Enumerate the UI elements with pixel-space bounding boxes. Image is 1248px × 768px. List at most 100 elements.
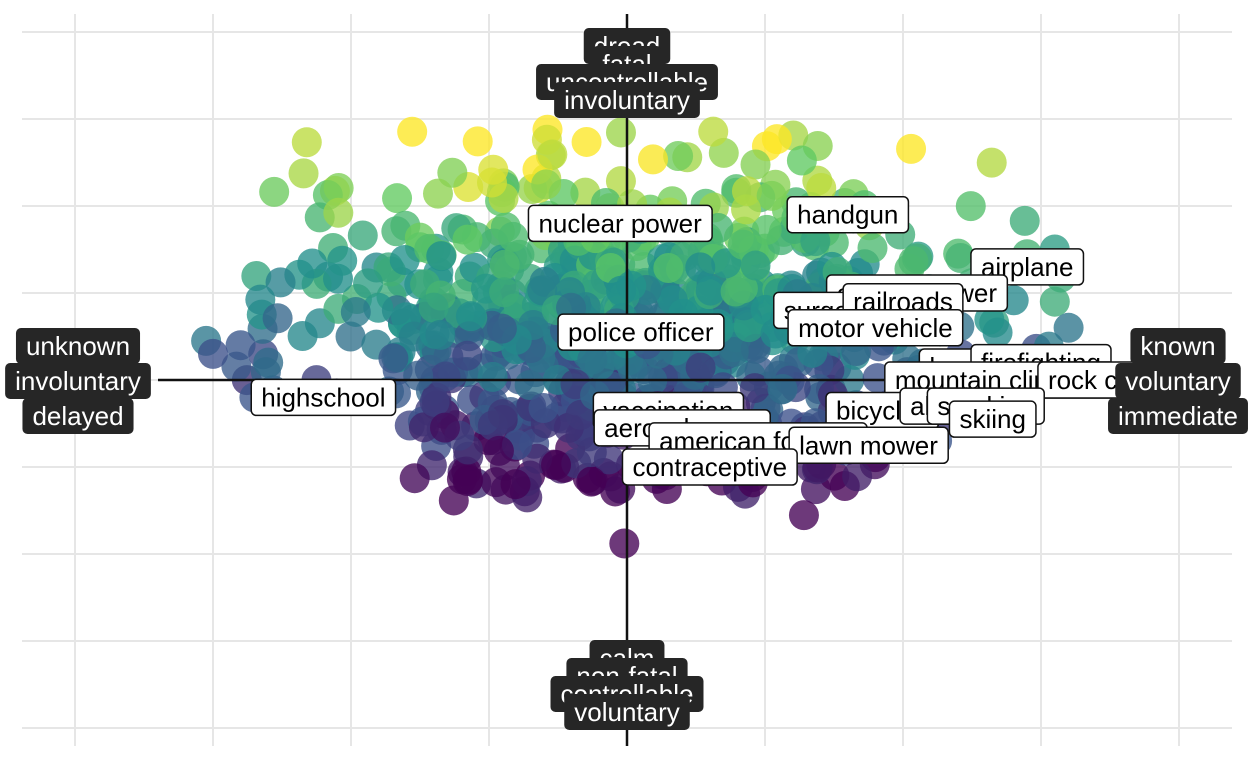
data-point — [541, 450, 572, 481]
point-label-text: nuclear power — [538, 208, 702, 238]
axis-end-label-left-text: delayed — [32, 401, 123, 431]
data-point — [806, 173, 837, 204]
axis-end-label-left-text: unknown — [26, 331, 130, 361]
data-point — [974, 304, 1005, 335]
data-point — [576, 466, 607, 497]
data-point — [698, 116, 729, 147]
data-point — [896, 133, 927, 164]
point-label: lawn mower — [788, 426, 949, 464]
data-point — [1053, 312, 1084, 343]
data-point — [637, 144, 668, 175]
data-point — [720, 276, 751, 307]
point-label: contraceptive — [621, 448, 798, 486]
data-point — [353, 268, 384, 299]
point-label-text: police officer — [568, 317, 714, 347]
data-point — [340, 296, 371, 327]
data-point — [363, 292, 394, 323]
point-label-text: skiing — [959, 404, 1025, 434]
data-point — [740, 149, 771, 180]
data-point — [437, 157, 468, 188]
data-point — [253, 347, 284, 378]
data-point — [335, 321, 366, 352]
data-point — [327, 245, 358, 276]
data-point — [605, 166, 636, 197]
data-point — [751, 214, 782, 245]
point-label: nuclear power — [527, 204, 713, 243]
point-label: police officer — [557, 313, 725, 351]
data-point — [605, 117, 636, 148]
data-point — [288, 158, 319, 189]
axis-end-label-bottom-box — [564, 694, 690, 730]
data-point — [381, 216, 412, 247]
point-label-box — [621, 448, 798, 486]
data-point — [531, 169, 562, 200]
data-point — [489, 249, 520, 280]
point-label: motor vehicle — [787, 309, 964, 347]
axis-end-label-top-box — [554, 82, 700, 118]
data-point — [786, 145, 817, 176]
data-point — [425, 319, 456, 350]
axis-end-label-right-box — [1130, 328, 1226, 364]
axis-end-label-right-text: known — [1140, 331, 1215, 361]
data-point — [403, 360, 434, 391]
data-point — [389, 245, 420, 276]
data-point — [528, 392, 559, 423]
axis-end-label-right: immediate — [1108, 398, 1248, 434]
point-label: skiing — [948, 400, 1037, 438]
axis-end-label-right-text: immediate — [1118, 401, 1238, 431]
point-label-text: lawn mower — [799, 430, 938, 460]
data-point — [945, 243, 976, 274]
data-point — [265, 267, 296, 298]
point-label: highschool — [250, 378, 397, 417]
data-point — [718, 336, 749, 367]
point-label-text: contraceptive — [632, 452, 787, 482]
data-point — [347, 220, 378, 251]
axis-end-label-left-box — [22, 398, 134, 434]
data-point — [399, 463, 430, 494]
point-label-text: handgun — [797, 200, 898, 230]
data-point — [653, 252, 684, 283]
point-label-box — [787, 309, 964, 347]
data-point — [225, 330, 256, 361]
data-point — [477, 361, 508, 392]
data-point — [422, 178, 453, 209]
point-label-box — [557, 313, 725, 351]
data-point — [788, 500, 819, 531]
data-point — [595, 253, 626, 284]
data-point — [323, 172, 354, 203]
data-point — [297, 248, 328, 279]
data-point — [452, 466, 483, 497]
point-label-box — [788, 426, 949, 464]
axis-end-labels: unknowninvoluntarydelayedknownvoluntaryi… — [5, 28, 1248, 730]
data-point — [259, 176, 290, 207]
data-point — [685, 352, 716, 383]
point-label-box — [786, 195, 910, 234]
data-point — [378, 343, 409, 374]
axis-end-label-left-box — [15, 328, 141, 364]
point-label-box — [948, 400, 1037, 438]
point-label-box — [527, 204, 713, 243]
data-point — [500, 469, 531, 500]
data-point — [430, 361, 461, 392]
axis-end-label-bottom-text: voluntary — [574, 697, 680, 727]
data-point — [419, 386, 450, 417]
data-point — [767, 374, 798, 405]
data-point — [462, 126, 493, 157]
point-label-text: highschool — [261, 382, 385, 412]
axis-end-label-right-box — [1108, 398, 1248, 434]
data-point — [452, 224, 483, 255]
data-point — [478, 154, 509, 185]
data-point — [382, 183, 413, 214]
axis-end-label-right: known — [1130, 328, 1226, 364]
axis-end-label-right-text: voluntary — [1125, 366, 1231, 396]
data-point — [426, 241, 457, 272]
data-point — [483, 435, 514, 466]
data-point — [695, 275, 726, 306]
data-point — [955, 191, 986, 222]
data-point — [740, 250, 771, 281]
axis-end-label-left: delayed — [22, 398, 134, 434]
point-label-box — [250, 378, 397, 417]
data-point — [606, 275, 637, 306]
data-point — [609, 528, 640, 559]
